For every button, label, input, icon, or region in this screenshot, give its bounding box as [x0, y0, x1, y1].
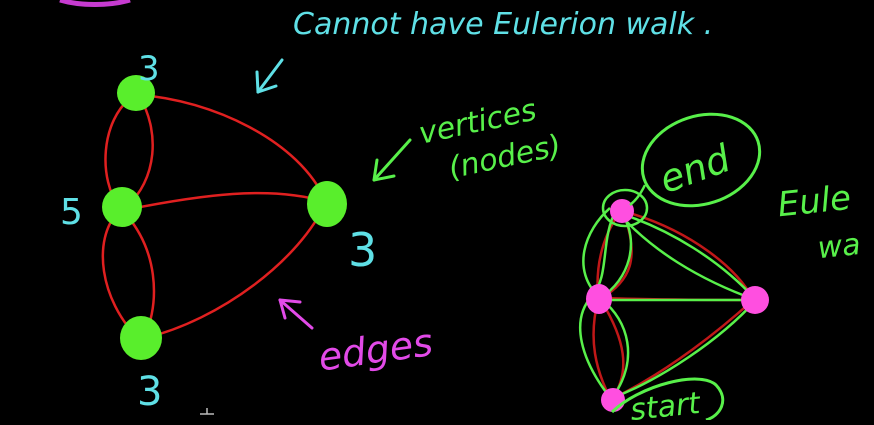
left-graph: 3 5 3 3	[60, 49, 377, 415]
vertex-bottom	[120, 316, 162, 360]
right-graph-edges	[592, 210, 755, 400]
walk-segment-3	[598, 298, 756, 399]
start-oval	[610, 377, 725, 422]
right-graph	[579, 188, 769, 412]
edge-rmid-rbottom-b	[600, 301, 625, 397]
start-label: start	[629, 386, 703, 420]
degree-bottom: 3	[137, 369, 162, 415]
edge-rtop-rright	[625, 210, 755, 301]
edge-rmid-rbottom	[592, 299, 612, 399]
end-label: end	[654, 136, 737, 202]
edges-label: edges	[316, 320, 436, 380]
degree-middle: 5	[60, 192, 83, 233]
end-connector	[629, 184, 647, 206]
euler-label-line2: wa	[816, 227, 862, 266]
edge-top-right	[139, 93, 328, 203]
headline-text: Cannot have Eulerion walk .	[293, 7, 713, 42]
edge-bottom-right	[144, 201, 328, 340]
vertex-middle	[102, 187, 142, 227]
vertex-top	[117, 75, 155, 111]
arrow-down-left-icon	[372, 138, 412, 182]
walk-vertex-right	[741, 286, 769, 314]
euler-label-line1: Eule	[776, 178, 853, 225]
walk-vertex-middle	[586, 284, 612, 314]
degree-right: 3	[348, 223, 377, 277]
arrow-up-left-icon	[278, 298, 314, 330]
vertices-label-group: vertices (nodes)	[416, 93, 565, 187]
end-oval	[640, 112, 762, 208]
cursor-marker	[200, 408, 214, 415]
walk-vertex-top	[610, 199, 634, 223]
vertex-right	[307, 181, 347, 227]
degree-top: 3	[138, 49, 160, 89]
top-node-circle	[601, 188, 649, 228]
arrow-down-left-icon	[255, 58, 284, 94]
edge-rbottom-rright	[613, 299, 754, 400]
walk-segment-2	[611, 209, 759, 400]
edge-middle-right	[124, 191, 327, 212]
walk-vertex-bottom	[601, 388, 625, 412]
magenta-scribble-remnant	[59, 0, 131, 7]
